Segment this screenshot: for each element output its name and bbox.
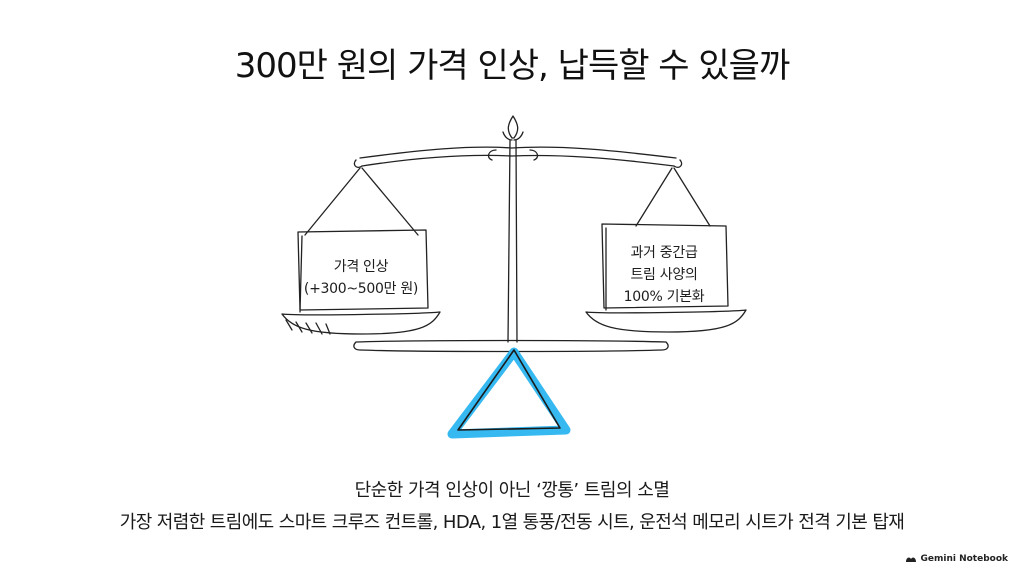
right-pan-string [635, 167, 711, 227]
gemini-notebook-icon [905, 557, 916, 562]
right-pan-label: 과거 중간급 트림 사양의 100% 기본화 [603, 242, 725, 308]
slide-title: 300만 원의 가격 인상, 납득할 수 있을까 [234, 46, 790, 86]
scale-base [353, 339, 669, 353]
scale-beam [359, 146, 677, 159]
left-pan-line: 가격 인상 [333, 259, 389, 275]
caption-headline: 단순한 가격 인상이 아닌 ‘깡통’ 트림의 소멸 [354, 480, 670, 501]
left-pan-string [304, 167, 419, 236]
fulcrum-highlight [447, 347, 571, 439]
fulcrum-triangle [457, 349, 561, 431]
caption-detail: 가장 저렴한 트림에도 스마트 크루즈 컨트롤, HDA, 1열 통풍/전동 시… [119, 512, 905, 533]
right-pan-line: 과거 중간급 [630, 245, 698, 261]
right-spec-box [601, 223, 729, 309]
left-price-box [297, 229, 429, 311]
brand-label: Gemini Notebook [920, 554, 1009, 564]
right-pan-line: 100% 기본화 [623, 289, 705, 305]
left-pan-label: 가격 인상 (+300~500만 원) [300, 256, 422, 300]
scale-finial [507, 115, 519, 139]
right-pan-line: 트림 사양의 [630, 267, 698, 283]
right-pan [585, 309, 747, 333]
brand-watermark: Gemini Notebook [905, 554, 1009, 564]
scale-column [507, 139, 518, 343]
left-pan-line: (+300~500만 원) [303, 281, 419, 297]
